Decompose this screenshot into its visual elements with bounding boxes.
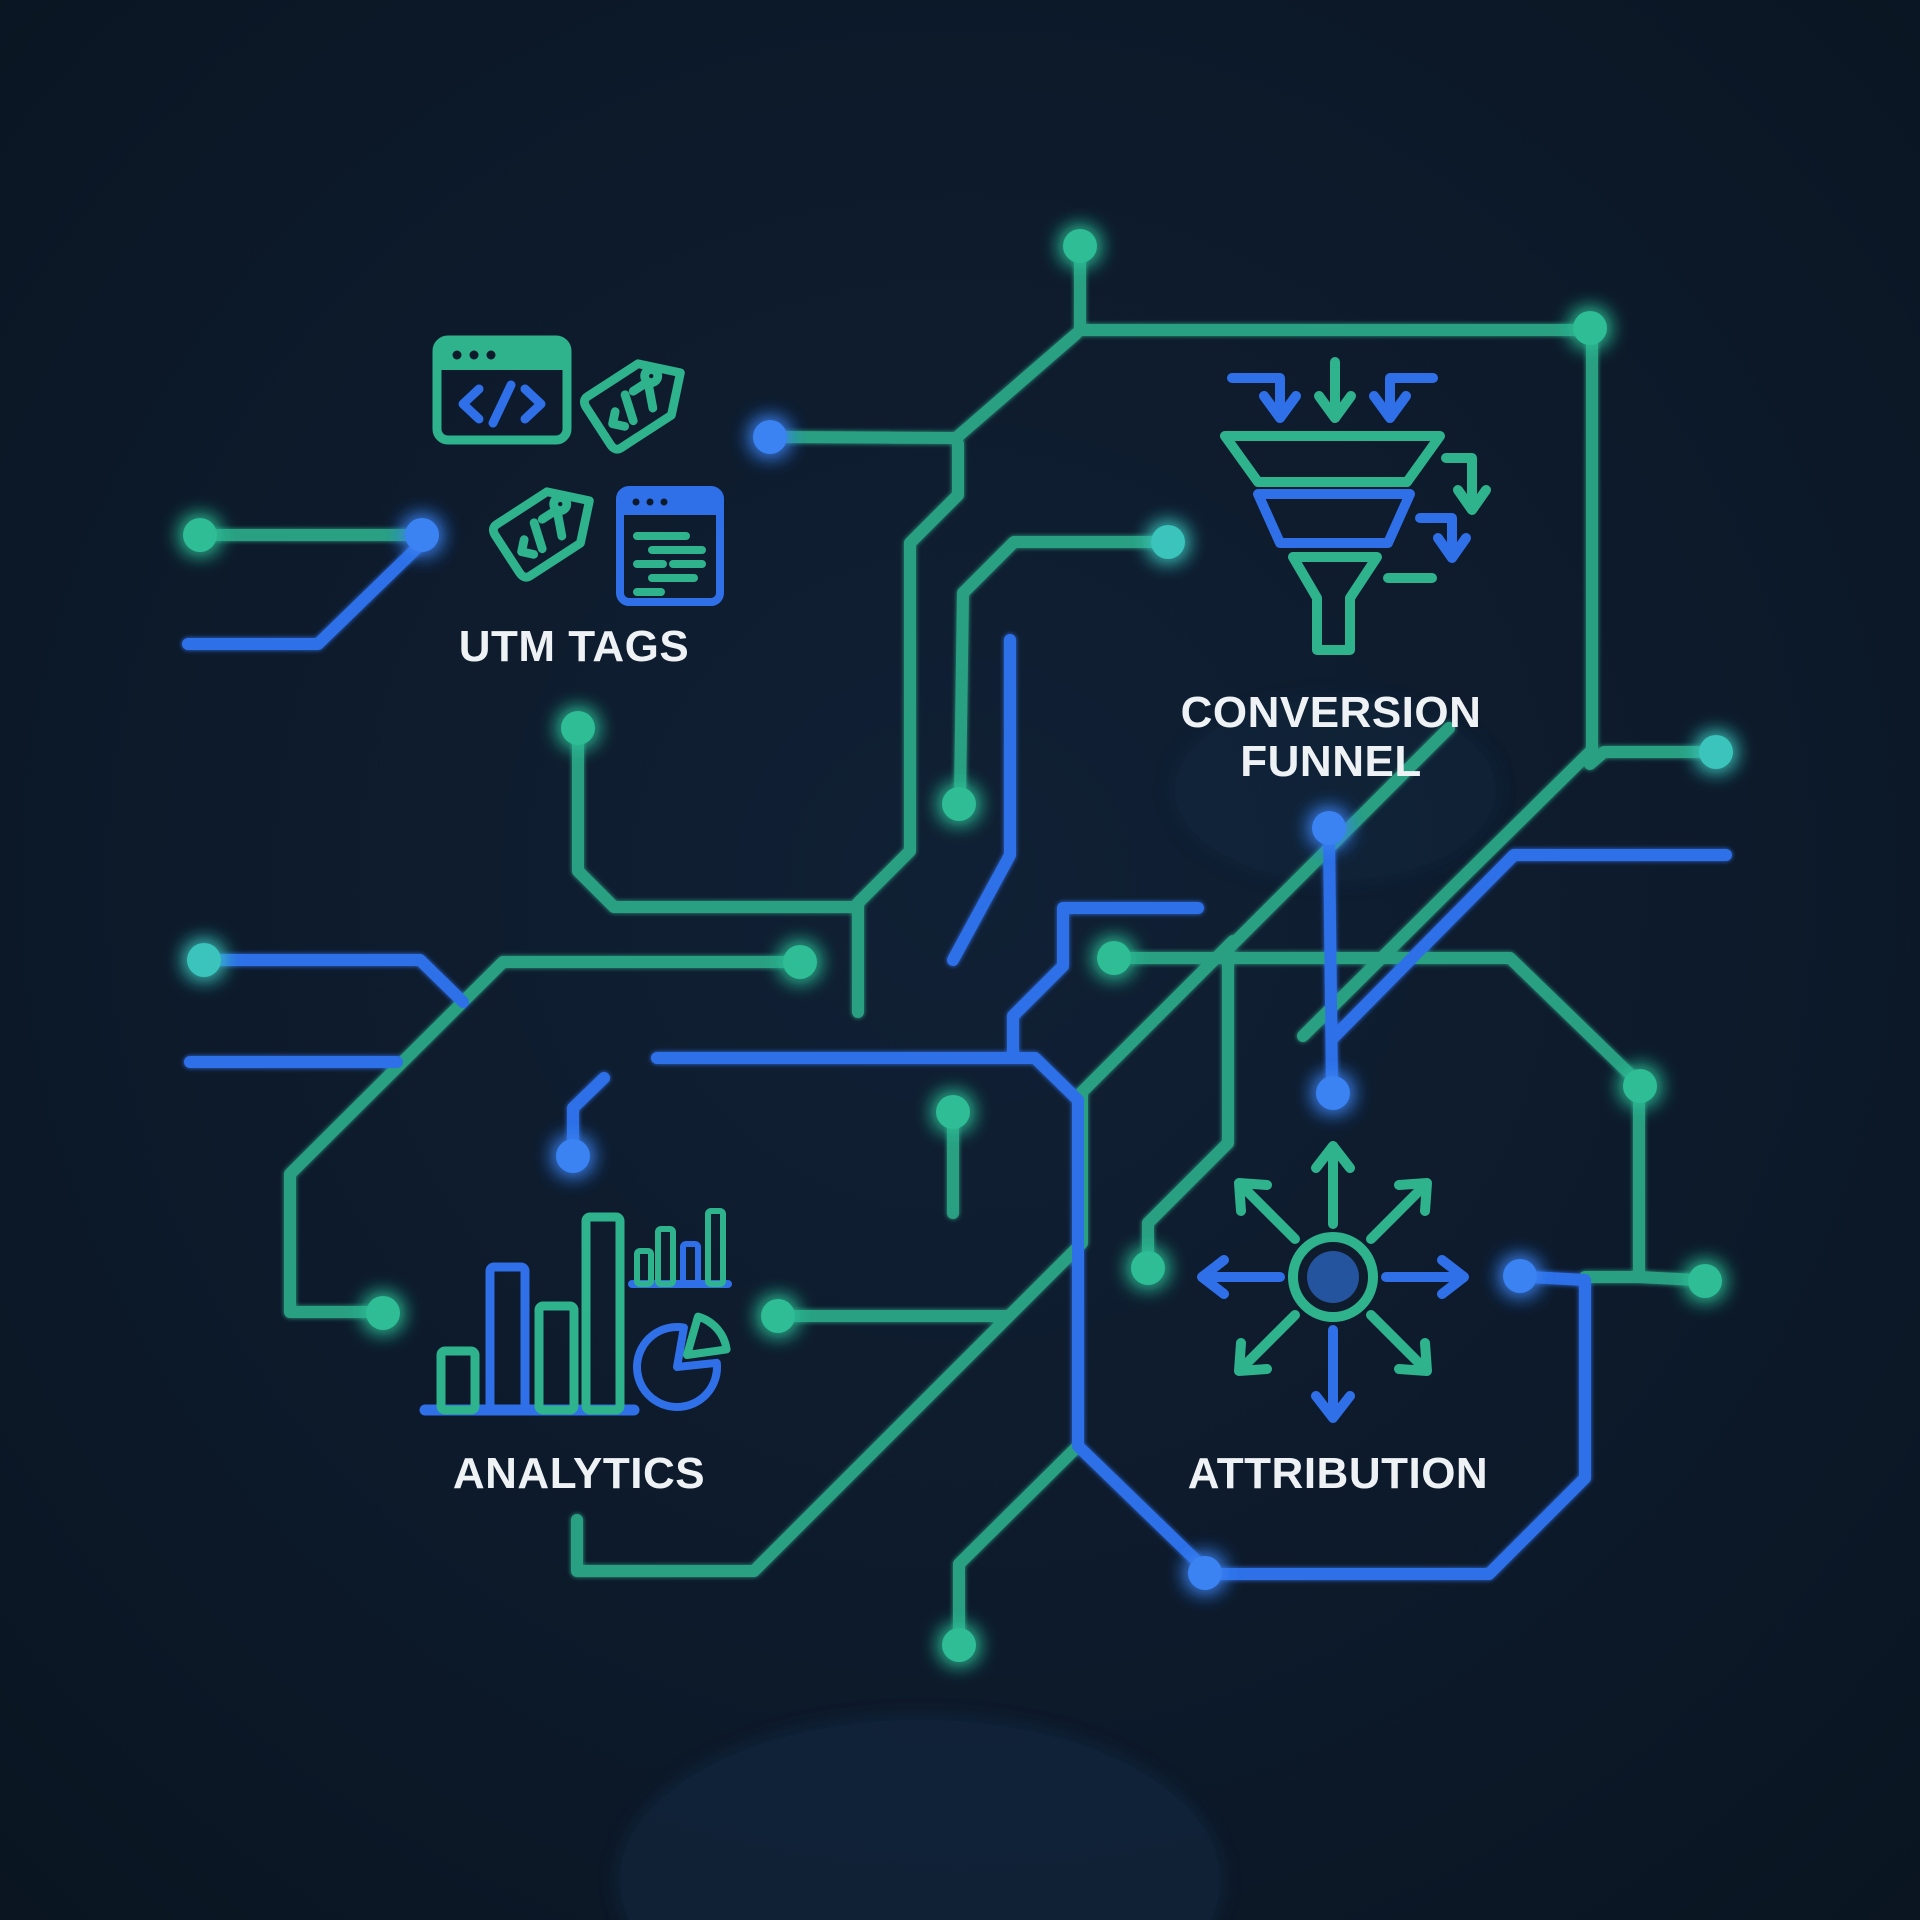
circuit-trace-blue	[1204, 1271, 1591, 1580]
conversion-funnel-label-line1: CONVERSION	[1181, 688, 1482, 737]
price-tag-code-icon	[489, 487, 594, 582]
circuit-trace-blue	[947, 634, 1016, 966]
circuit-node-green	[942, 787, 976, 821]
circuit-trace-blue	[182, 537, 428, 650]
utm-tags-icon-group	[432, 335, 724, 606]
circuit-node-green	[783, 945, 817, 979]
circuit-trace-blue	[1327, 849, 1732, 1044]
circuit-node-green	[366, 1296, 400, 1330]
conversion-funnel-icon	[1220, 431, 1445, 655]
circuit-node-green	[1573, 311, 1607, 345]
funnel-loop-arrows-icon	[1383, 453, 1491, 583]
circuit-node-green	[1063, 229, 1097, 263]
conversion-funnel-icon-group	[1220, 357, 1491, 655]
circuit-trace-green	[1116, 952, 1644, 1088]
circuit-trace-green	[1633, 1088, 1703, 1286]
price-tag-code-icon	[580, 359, 685, 454]
circuit-node-green	[942, 1628, 976, 1662]
circuit-node-blue	[753, 420, 787, 454]
circuit-trace-blue	[1323, 830, 1338, 1092]
circuit-node-blue	[1312, 811, 1346, 845]
circuit-node-green	[561, 711, 595, 745]
circuit-trace-green	[953, 1442, 1082, 1644]
code-glyph-icon	[458, 380, 546, 428]
circuit-trace-green	[1142, 722, 1455, 1266]
circuit-node-green	[1688, 1264, 1722, 1298]
circuit-trace-green	[852, 438, 964, 1018]
funnel-input-arrows-icon	[1227, 357, 1438, 423]
analytics-label: ANALYTICS	[453, 1449, 705, 1498]
circuit-trace-green	[772, 328, 1082, 444]
circuit-trace-green	[571, 935, 1239, 1577]
code-lines	[633, 532, 706, 596]
circuit-node-blue	[556, 1139, 590, 1173]
circuit-trace-blue	[567, 1072, 610, 1154]
bar-chart-icon	[419, 1212, 640, 1416]
circuit-trace-green	[284, 956, 798, 1318]
utm-tags-label: UTM TAGS	[459, 622, 690, 671]
circuit-node-green	[936, 1095, 970, 1129]
pie-chart-icon	[633, 1312, 731, 1411]
circuit-node-blue	[1503, 1259, 1537, 1293]
circuit-node-blue	[1188, 1556, 1222, 1590]
circuit-node-teal	[1699, 735, 1733, 769]
circuit-trace-blue	[208, 954, 469, 1008]
circuit-trace-green	[1074, 246, 1592, 336]
circuit-trace-green	[572, 730, 864, 913]
circuit-trace-blue	[651, 1052, 1210, 1574]
circuit-node-teal	[187, 943, 221, 977]
mini-bar-chart-icon	[628, 1208, 732, 1288]
ambient-glow	[620, 700, 1495, 1920]
conversion-funnel-label-line2: FUNNEL	[1240, 737, 1421, 786]
circuit-node-blue	[1316, 1076, 1350, 1110]
circuit-node-blue	[405, 518, 439, 552]
circuit-node-green	[761, 1299, 795, 1333]
circuit-trace-green	[1584, 746, 1714, 770]
attribution-radial-arrows-icon	[1197, 1141, 1469, 1423]
browser-code-window-icon	[432, 335, 572, 445]
attribution-label: ATTRIBUTION	[1188, 1449, 1488, 1498]
code-editor-window-icon	[616, 486, 724, 606]
circuit-node-teal	[1151, 525, 1185, 559]
circuit-node-green	[1623, 1069, 1657, 1103]
circuit-node-green	[1131, 1251, 1165, 1285]
analytics-icon-group	[419, 1208, 732, 1416]
circuit-trace-blue	[1007, 902, 1204, 1062]
circuit-node-green	[183, 518, 217, 552]
circuit-trace-green	[954, 536, 1166, 802]
circuit-node-green	[1097, 941, 1131, 975]
